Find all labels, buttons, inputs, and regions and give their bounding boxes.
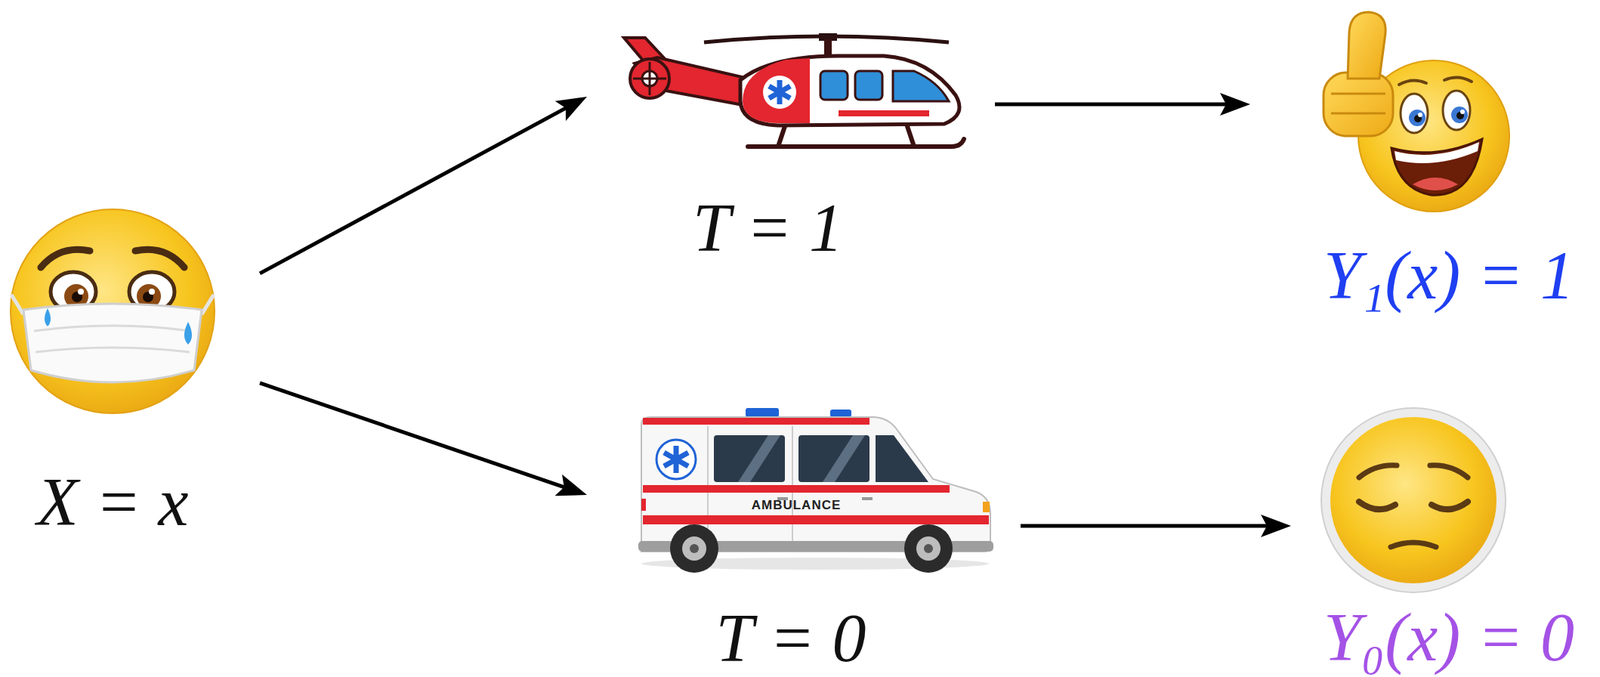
ambulance-icon-part [777,497,788,501]
sad-emoji-part [1330,416,1497,584]
arrow-connector [994,101,1236,106]
vehicle-lettering: AMBULANCE [751,498,842,513]
sick-patient-emoji-part [77,288,84,295]
helicopter-icon-part [769,80,791,105]
ambulance-icon-part [982,501,990,513]
helicopter-icon-part [855,71,883,100]
ambulance-icon-part [904,524,953,573]
ambulance-icon-part [641,498,646,511]
sick-patient-emoji-part [33,325,192,331]
node-label: T = 0 [715,604,866,673]
ambulance-icon-part [923,543,933,553]
node-label: X = x [37,468,189,537]
ambulance-icon-part [664,445,689,473]
ambulance-icon-part [822,435,865,482]
sad-emoji [1321,407,1506,593]
happy-emoji-part [1400,93,1428,133]
happy-emoji-part [1391,138,1483,195]
sick-patient-emoji-part [135,249,185,268]
ambulance-icon-part [642,417,870,425]
helicopter-icon-part [742,58,810,124]
happy-emoji-part [1460,109,1465,115]
happy-emoji-part [1442,90,1471,130]
helicopter-icon-part [820,71,848,100]
ambulance-icon-part [738,435,781,482]
sick-patient-emoji-part [184,321,192,345]
sick-patient-emoji-part [11,294,24,315]
ambulance-icon [638,407,994,573]
sick-patient-emoji-part [148,288,155,295]
ambulance-icon-part [689,543,699,553]
sick-patient-emoji [10,209,215,414]
sick-patient-emoji-part [40,249,90,268]
sick-patient-emoji-part [44,308,51,327]
helicopter-icon-part [740,55,960,126]
ambulance-icon-part [861,497,873,501]
patient-node: X = x [10,209,215,537]
sad-emoji-part [1321,407,1506,593]
node-label: T = 1 [692,194,844,263]
happy-emoji-part [1331,92,1386,96]
sick-patient-emoji-part [201,294,214,315]
helicopter-icon-part [633,77,667,81]
happy-emoji-part [1444,77,1472,82]
helicopter-icon-part [838,110,930,117]
outcome-node: Y₁(x) = 1 [1312,10,1585,310]
ambulance-icon-part [713,435,785,482]
happy-emoji [1323,12,1510,212]
helicopter-icon-part [747,138,964,147]
happy-emoji-part [1394,142,1480,164]
ambulance-icon-part [745,407,779,417]
sad-emoji-part [1359,465,1397,478]
ambulance-icon-part [682,536,707,561]
helicopter-icon-part [906,123,915,147]
ambulance-icon-part [916,536,941,561]
outcome-node: Y₀(x) = 0 [1312,407,1585,672]
sad-emoji-part [1430,465,1468,478]
arrow-connector [259,103,574,273]
ambulance-icon-part [830,409,852,417]
ambulance-icon-part [875,435,929,482]
sad-emoji-part [1431,501,1468,510]
happy-emoji-part [1323,72,1394,136]
sad-emoji-part [1359,501,1396,510]
happy-emoji-part [1331,112,1386,115]
happy-emoji-part [1408,109,1426,127]
arrow-connector [259,383,573,491]
helicopter-icon-part [630,58,670,99]
helicopter-icon-part [762,75,797,109]
ambulance-icon-part [642,515,989,525]
ambulance-icon-part [798,435,870,482]
happy-emoji-part [1412,177,1458,191]
sick-patient-emoji-part [10,209,215,414]
ambulance-icon-part [670,524,719,573]
helicopter-icon [623,33,964,147]
sad-emoji-part [1390,542,1437,547]
ambulance-icon-part [642,484,950,493]
helicopter-icon-part [892,71,949,102]
sick-patient-emoji-part [35,347,190,353]
sick-patient-emoji-part [23,303,202,383]
treatment-node: T = 1 [611,25,970,263]
treatment-node: T = 0 [632,403,995,673]
happy-emoji-part [1417,112,1423,118]
node-label: Y₁(x) = 1 [1323,241,1575,310]
helicopter-icon-part [778,123,786,147]
happy-emoji-part [1347,12,1386,79]
happy-emoji-part [1399,80,1427,85]
happy-emoji-part [1451,106,1468,124]
node-label: Y₀(x) = 0 [1323,603,1575,672]
arrow-connector [1020,523,1276,528]
ambulance-icon-part [656,439,696,479]
